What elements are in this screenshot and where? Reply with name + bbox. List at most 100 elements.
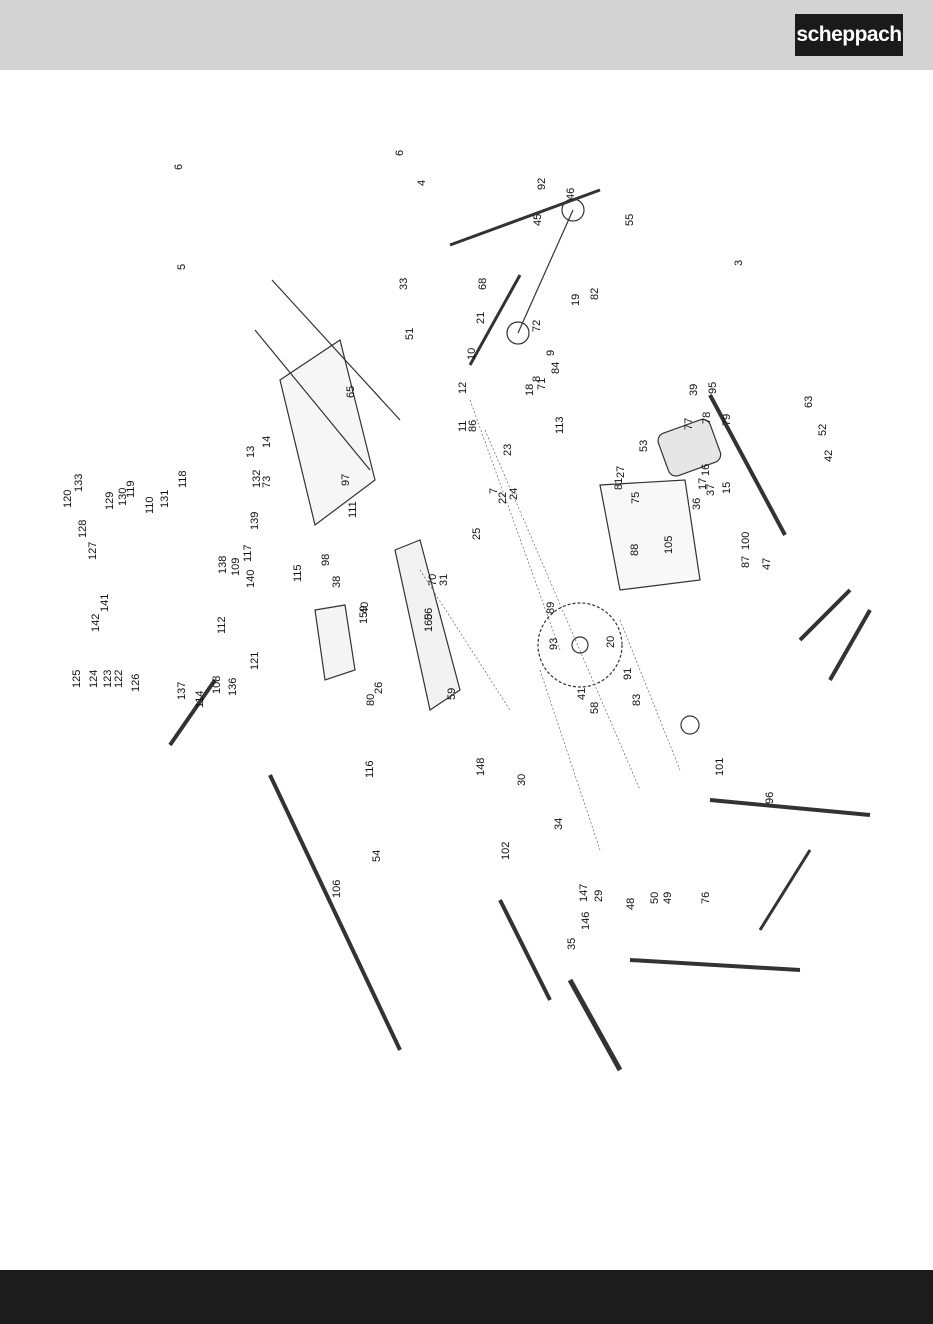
handwheel [680, 715, 700, 735]
part-label-95: 95 [707, 382, 719, 394]
part-label-83: 83 [631, 694, 643, 706]
part-label-91: 91 [622, 668, 634, 680]
leader-lines [419, 399, 681, 851]
wrench [828, 609, 872, 681]
saw-blade [537, 602, 623, 688]
part-label-25: 25 [471, 528, 483, 540]
part-label-45: 45 [532, 214, 544, 226]
wheel-upper [561, 198, 585, 222]
part-label-4: 4 [416, 180, 428, 186]
part-label-82: 82 [589, 288, 601, 300]
part-label-113: 113 [554, 416, 566, 434]
part-label-121: 121 [249, 652, 261, 670]
sliding-carriage [567, 978, 623, 1072]
part-label-29: 29 [593, 890, 605, 902]
part-label-139: 139 [249, 512, 261, 530]
part-label-123: 123 [102, 670, 114, 688]
table-rail-left [254, 329, 371, 471]
part-label-11: 11 [457, 421, 469, 432]
footer-bar [0, 1270, 933, 1324]
leg-left-lower [708, 394, 787, 536]
part-label-136: 136 [227, 678, 239, 696]
part-label-122: 122 [113, 670, 125, 688]
part-label-92: 92 [536, 178, 548, 190]
part-label-70: 70 [427, 574, 439, 586]
part-label-8: 8 [531, 376, 543, 382]
part-label-141: 141 [99, 594, 111, 612]
left-rail [168, 678, 217, 747]
part-label-147: 147 [578, 884, 590, 902]
part-label-48: 48 [625, 898, 637, 910]
blade-guard [314, 604, 356, 681]
part-label-137: 137 [176, 682, 188, 700]
part-label-130: 130 [117, 488, 129, 506]
part-label-47: 47 [761, 558, 773, 570]
part-label-19: 19 [570, 294, 582, 306]
part-label-65: 65 [345, 386, 357, 398]
part-label-46: 46 [565, 188, 577, 200]
part-label-81: 81 [613, 478, 625, 490]
wheel-lower [506, 321, 530, 345]
part-label-128: 128 [77, 520, 89, 538]
part-label-140: 140 [245, 570, 257, 588]
part-label-40: 40 [359, 602, 371, 614]
part-label-22: 22 [497, 492, 509, 504]
part-label-16: 16 [700, 464, 712, 476]
part-label-79: 79 [721, 414, 733, 426]
part-label-68: 68 [477, 278, 489, 290]
part-label-26: 26 [373, 682, 385, 694]
header-bar: scheppach [0, 0, 933, 70]
main-chassis [394, 539, 461, 711]
blade-hub [571, 636, 589, 654]
part-label-36: 36 [691, 498, 703, 510]
part-label-39: 39 [688, 384, 700, 396]
part-label-133: 133 [73, 474, 85, 492]
part-label-50: 50 [649, 892, 661, 904]
part-label-87: 87 [740, 556, 752, 568]
part-label-24: 24 [508, 488, 520, 500]
part-label-131: 131 [159, 490, 171, 508]
part-label-9: 9 [545, 350, 557, 356]
part-label-30: 30 [516, 774, 528, 786]
part-label-63: 63 [803, 396, 815, 408]
part-label-31: 31 [438, 574, 450, 586]
part-label-20: 20 [605, 636, 617, 648]
part-label-116: 116 [364, 760, 376, 778]
part-label-89: 89 [545, 602, 557, 614]
part-label-93: 93 [548, 638, 560, 650]
part-label-112: 112 [216, 616, 228, 634]
part-label-86: 86 [467, 420, 479, 432]
part-label-119: 119 [125, 480, 137, 498]
push-stick [798, 588, 852, 642]
part-label-21: 21 [475, 312, 487, 324]
part-label-15: 15 [721, 482, 733, 494]
rip-fence [268, 774, 402, 1051]
part-label-55: 55 [624, 214, 636, 226]
part-label-5: 5 [176, 264, 188, 270]
leg-right-lower [468, 274, 522, 366]
part-label-52: 52 [817, 424, 829, 436]
part-label-138: 138 [217, 556, 229, 574]
part-label-42: 42 [823, 450, 835, 462]
part-label-160: 160 [423, 614, 435, 632]
part-label-73: 73 [261, 476, 273, 488]
part-label-109: 109 [230, 558, 242, 576]
leg-right-upper [449, 188, 601, 247]
diagram-drawing [168, 188, 872, 1072]
brand-logo: scheppach [795, 14, 903, 56]
part-label-78: 78 [701, 412, 713, 424]
part-label-66: 66 [394, 150, 406, 156]
part-label-53: 53 [638, 440, 650, 452]
housing [599, 479, 701, 591]
part-label-111: 111 [347, 501, 359, 518]
bottom-leg [629, 958, 801, 972]
part-label-146: 146 [580, 912, 592, 930]
part-label-56: 56 [423, 608, 435, 620]
part-label-125: 125 [71, 670, 83, 688]
part-label-59: 59 [446, 688, 458, 700]
part-label-159: 159 [358, 606, 370, 624]
extension-rail [498, 899, 552, 1001]
part-label-148: 148 [475, 758, 487, 776]
part-label-58: 58 [589, 702, 601, 714]
part-label-97: 97 [340, 474, 352, 486]
